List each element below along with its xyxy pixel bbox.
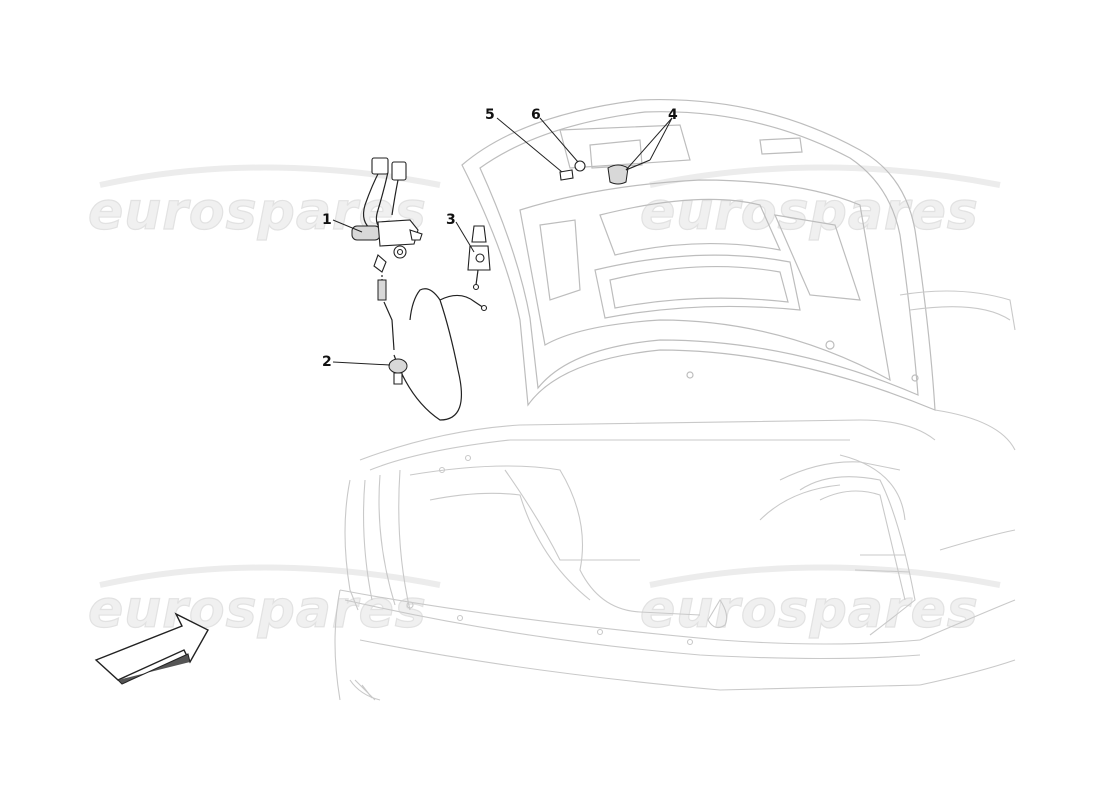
part-1-lock-actuator[interactable] [351,157,423,259]
part-4-lock-striker[interactable] [607,159,651,185]
callout-4: 4 [668,107,678,123]
callout-3: 3 [446,212,456,228]
watermark-bottom-right: eurospares [639,579,979,640]
callout-2: 2 [322,354,332,370]
car-rear-body [334,290,1016,701]
part-2-release-cable[interactable] [373,254,488,421]
part-6-washer[interactable] [574,160,586,172]
part-3-clip[interactable] [467,225,491,291]
callout-5: 5 [485,107,495,123]
callout-6: 6 [531,107,541,123]
view-direction-arrow-icon [94,612,209,685]
trunk-lid [461,99,936,411]
leader-lines [332,117,673,366]
watermark-top-right: eurospares [639,181,979,242]
part-5-screw[interactable] [559,169,574,181]
callout-1: 1 [322,212,332,228]
